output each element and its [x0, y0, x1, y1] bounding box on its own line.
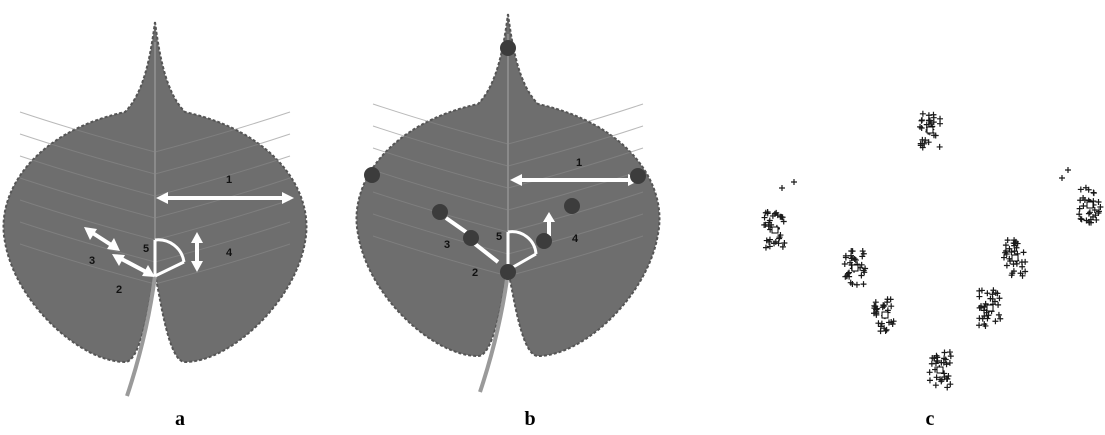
landmark-cross: [927, 377, 933, 383]
landmark-cross: [1091, 190, 1097, 196]
measure-3-label: 3: [89, 255, 95, 267]
landmark-scatter-c: [720, 0, 1105, 400]
measure-2-label: 2: [472, 267, 478, 279]
landmark-cross: [996, 312, 1002, 318]
landmark-cross: [919, 117, 925, 123]
measure-1-label: 1: [576, 157, 582, 169]
landmark-cross: [944, 384, 950, 390]
panel-c: c: [720, 0, 1105, 435]
cluster-mean-marker: [937, 367, 943, 373]
landmark-point: [463, 230, 479, 246]
landmark-point: [630, 168, 646, 184]
landmark-cross: [976, 294, 982, 300]
cluster-mean-marker: [987, 305, 993, 311]
landmark-clusters: [761, 111, 1103, 391]
landmark-cross: [779, 185, 785, 191]
landmark-cross: [888, 303, 894, 309]
landmark-cross: [1065, 167, 1071, 173]
landmark-cross: [927, 369, 933, 375]
landmark-cross: [941, 350, 947, 356]
landmark-cross: [888, 296, 894, 302]
landmark-cross: [937, 121, 943, 127]
landmark-cross: [854, 282, 860, 288]
landmark-cross: [1093, 217, 1099, 223]
landmark-cross: [861, 281, 867, 287]
cluster-mean-marker: [1012, 255, 1018, 261]
landmark-cross: [842, 261, 848, 267]
landmark-point: [432, 204, 448, 220]
landmark-cross: [1086, 211, 1092, 217]
measure-2-label: 2: [116, 284, 122, 296]
measure-4-label: 4: [226, 247, 233, 259]
landmark-cross: [920, 111, 926, 117]
panel-a: 1 2 3 4 5 a: [0, 0, 340, 435]
cluster-mean-marker: [852, 265, 858, 271]
landmark-cross: [884, 299, 890, 305]
panel-c-label: c: [910, 408, 950, 431]
landmark-point: [500, 40, 516, 56]
landmark-cross: [883, 328, 889, 334]
leaf-image-a: 1 2 3 4 5: [0, 0, 340, 400]
panel-b-label: b: [510, 408, 550, 431]
landmark-cross: [767, 243, 773, 249]
landmark-cross: [762, 215, 768, 221]
landmark-cross: [947, 360, 953, 366]
landmark-cross: [776, 240, 782, 246]
landmark-cross: [1059, 175, 1065, 181]
landmark-cross: [1001, 255, 1007, 261]
landmark-cross: [1004, 263, 1010, 269]
landmark-cross: [1079, 216, 1085, 222]
landmark-cross: [1011, 261, 1017, 267]
cluster-mean-marker: [882, 312, 888, 318]
landmark-cross: [791, 179, 797, 185]
measure-5-label: 5: [143, 243, 149, 255]
landmark-cross: [995, 302, 1001, 308]
landmark-point: [364, 167, 380, 183]
cluster-mean-marker: [772, 227, 778, 233]
landmark-cross: [933, 382, 939, 388]
landmark-cross: [948, 353, 954, 359]
measure-3-label: 3: [444, 239, 450, 251]
landmark-cross: [1078, 186, 1084, 192]
landmark-cross: [763, 245, 769, 251]
panel-a-label: a: [160, 408, 200, 431]
landmark-cross: [976, 322, 982, 328]
cluster-mean-marker: [927, 127, 933, 133]
panel-b: 1 2 3 4 5 b: [350, 0, 710, 435]
landmark-cross: [947, 349, 953, 355]
landmark-cross: [937, 144, 943, 150]
measure-4-label: 4: [572, 233, 579, 245]
cluster-mean-marker: [1087, 202, 1093, 208]
landmark-point: [536, 233, 552, 249]
leaf-image-b: 1 2 3 4 5: [350, 0, 710, 400]
landmark-cross: [860, 248, 866, 254]
measure-5-label: 5: [496, 231, 502, 243]
landmark-cross: [1021, 249, 1027, 255]
landmark-point: [500, 264, 516, 280]
landmark-cross: [881, 303, 887, 309]
measure-1-label: 1: [226, 174, 232, 186]
landmark-point: [564, 198, 580, 214]
landmark-cross: [984, 290, 990, 296]
landmark-cross: [947, 381, 953, 387]
